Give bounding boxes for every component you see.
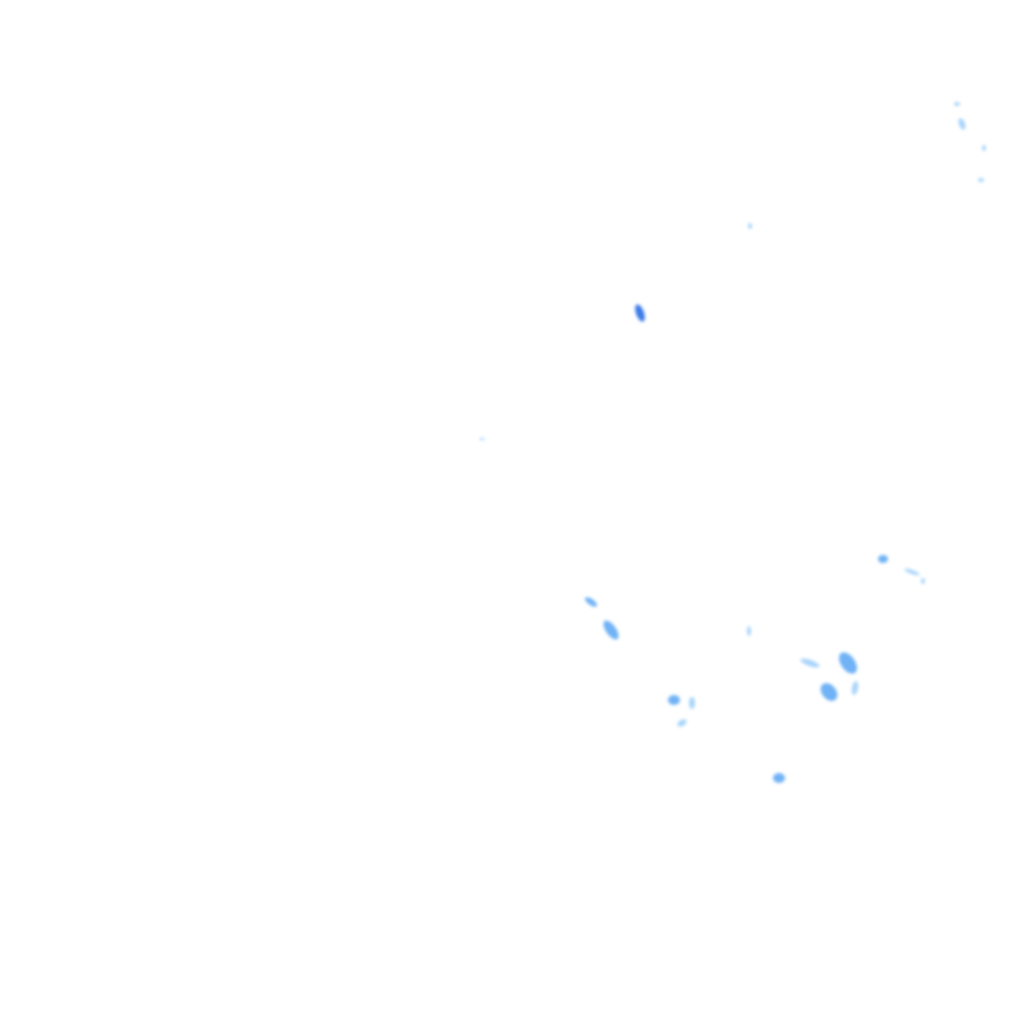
precipitation-cell-light: [747, 626, 751, 636]
precipitation-cell-light: [851, 681, 859, 695]
precipitation-cell-light: [748, 223, 752, 229]
precipitation-cell-medium: [668, 695, 680, 705]
precipitation-cell-medium: [878, 555, 888, 563]
precipitation-cell-light: [982, 145, 986, 151]
precipitation-cell-light: [954, 102, 960, 106]
precipitation-cell-light: [800, 658, 820, 668]
precipitation-cell-light: [921, 578, 925, 584]
precipitation-cell-light: [978, 178, 984, 182]
precipitation-cell-light: [689, 697, 695, 709]
precipitation-cell-light: [479, 438, 485, 440]
precipitation-cell-light: [958, 118, 966, 130]
precipitation-cell-heavy: [635, 304, 645, 322]
precipitation-cell-light: [904, 568, 920, 576]
precipitation-layer: [479, 102, 986, 783]
precipitation-cell-light: [677, 719, 687, 727]
precipitation-cell-medium: [839, 652, 857, 674]
precipitation-cell-medium: [820, 683, 838, 701]
precipitation-cell-medium: [773, 773, 785, 783]
precipitation-cell-medium: [585, 597, 597, 607]
precipitation-cell-medium: [603, 620, 619, 640]
